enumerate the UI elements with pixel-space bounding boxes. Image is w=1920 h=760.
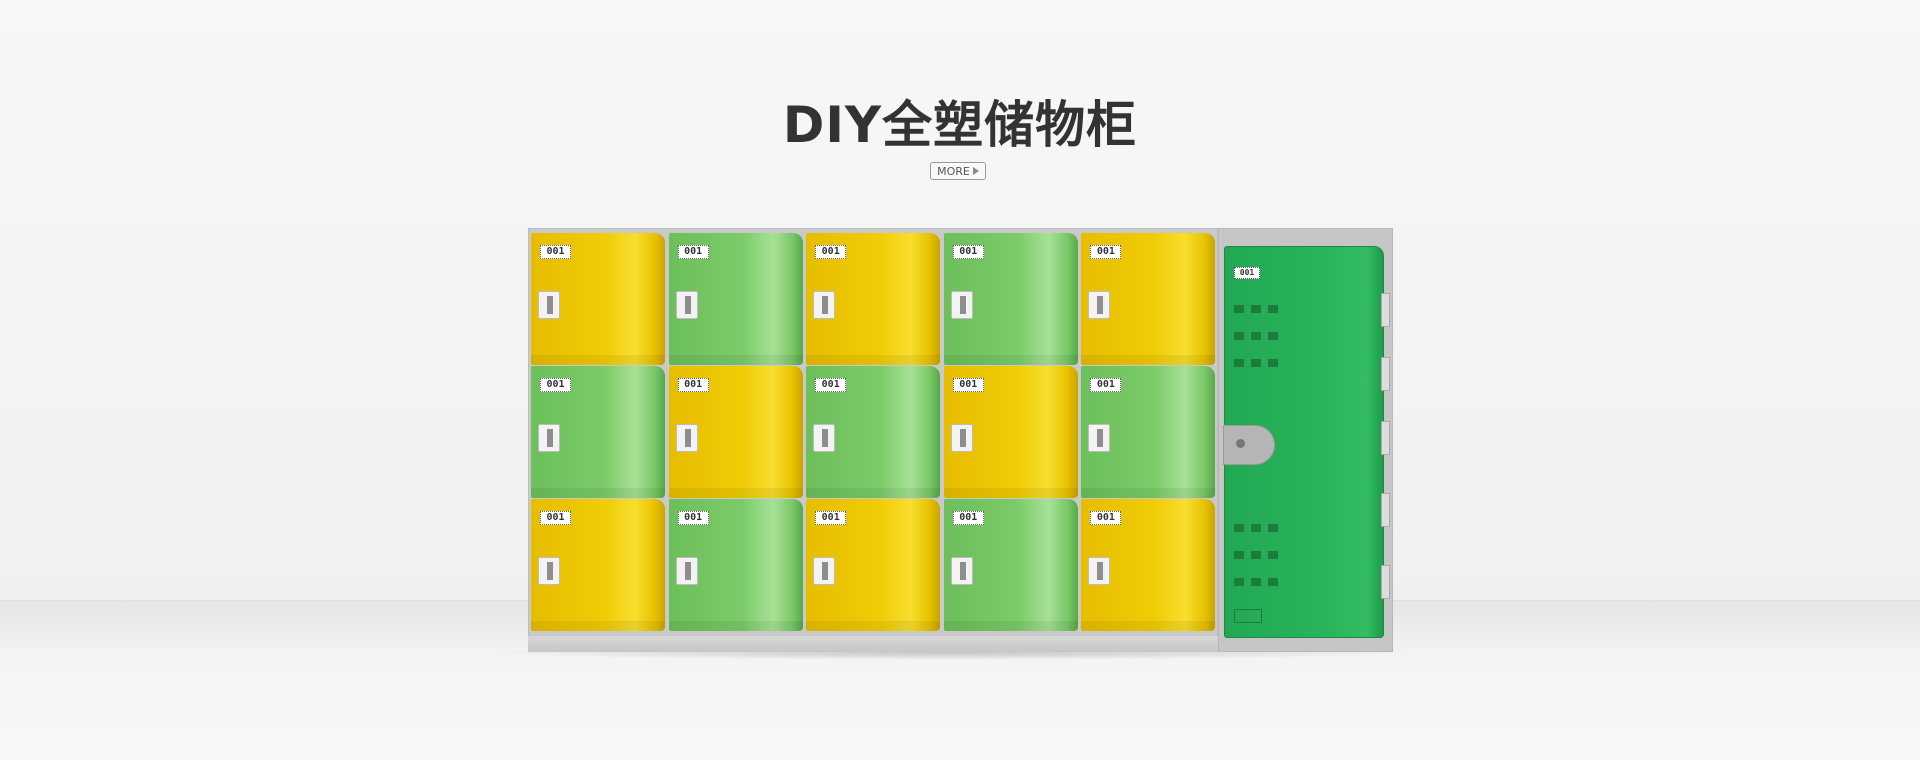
tall-locker-label-slot	[1234, 609, 1262, 623]
page-title: DIY全塑储物柜	[782, 96, 1138, 154]
door-handle-icon	[950, 424, 973, 452]
tall-locker: 001	[1218, 228, 1393, 652]
locker-number-plate: 001	[1090, 245, 1122, 259]
locker-door: 001	[1081, 366, 1216, 498]
locker-number-plate: 001	[677, 378, 709, 392]
door-handle-icon	[675, 291, 698, 319]
locker-number-plate: 001	[815, 245, 847, 259]
hinge	[1381, 493, 1390, 527]
door-handle-icon	[950, 291, 973, 319]
tall-locker-door: 001	[1223, 246, 1384, 638]
door-handle-icon	[538, 291, 560, 319]
door-handle-icon	[675, 424, 698, 452]
door-handle-icon	[813, 291, 836, 319]
locker-door: 001	[531, 366, 665, 498]
locker-door: 001	[1081, 233, 1216, 365]
locker-door: 001	[943, 233, 1078, 365]
door-handle-icon	[813, 424, 836, 452]
lock-icon	[1223, 425, 1275, 465]
locker-number-plate: 001	[952, 511, 984, 525]
hinge	[1381, 357, 1390, 391]
locker-number-plate: 001	[815, 511, 847, 525]
lower-vents	[1234, 524, 1282, 586]
locker-number-plate: 001	[677, 511, 709, 525]
door-handle-icon	[1088, 424, 1111, 452]
locker-door: 001	[531, 499, 665, 631]
hinge	[1381, 421, 1390, 455]
door-handle-icon	[675, 557, 698, 585]
locker-number-plate: 001	[540, 245, 571, 259]
tall-locker-number-plate: 001	[1234, 267, 1260, 279]
locker-bank-image: 001 001 001 001 001 001 001 001 001 001 001 001 001 0…	[528, 228, 1220, 652]
locker-number-plate: 001	[540, 511, 571, 525]
locker-number-plate: 001	[815, 378, 847, 392]
locker-base	[528, 636, 1218, 652]
locker-door: 001	[806, 366, 941, 498]
locker-door: 001	[806, 233, 941, 365]
locker-door: 001	[943, 366, 1078, 498]
locker-door: 001	[806, 499, 941, 631]
door-handle-icon	[813, 557, 836, 585]
locker-number-plate: 001	[1090, 511, 1122, 525]
door-handle-icon	[538, 424, 560, 452]
locker-number-plate: 001	[1090, 378, 1122, 392]
door-handle-icon	[950, 557, 973, 585]
door-handle-icon	[1088, 291, 1111, 319]
play-arrow-icon	[972, 167, 979, 175]
hinge	[1381, 293, 1390, 327]
upper-vents	[1234, 305, 1282, 367]
locker-door: 001	[668, 366, 803, 498]
door-handle-icon	[1088, 557, 1111, 585]
locker-door: 001	[668, 499, 803, 631]
hinge	[1381, 565, 1390, 599]
more-button-label: MORE	[937, 164, 970, 178]
locker-number-plate: 001	[952, 378, 984, 392]
door-handle-icon	[538, 557, 560, 585]
locker-grid: 001 001 001 001 001 001 001 001 001 001 001 001 001 0…	[528, 228, 1218, 652]
locker-number-plate: 001	[677, 245, 709, 259]
locker-door: 001	[668, 233, 803, 365]
locker-number-plate: 001	[952, 245, 984, 259]
locker-number-plate: 001	[540, 378, 571, 392]
locker-door: 001	[943, 499, 1078, 631]
more-button[interactable]: MORE	[930, 162, 986, 180]
locker-door: 001	[1081, 499, 1216, 631]
locker-door: 001	[531, 233, 665, 365]
